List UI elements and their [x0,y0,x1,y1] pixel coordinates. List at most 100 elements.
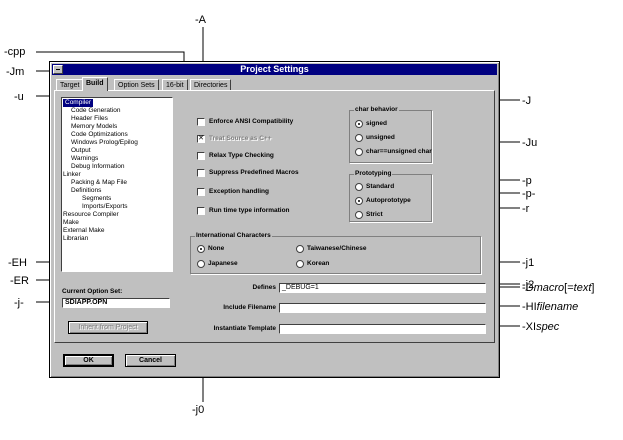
char-behavior-group: char behavior [349,106,432,163]
tree-item[interactable]: Linker [63,171,81,178]
include-filename-input[interactable] [279,303,486,313]
callout-D: -Dmacro[=text] [522,282,594,294]
signed-label: signed [366,120,387,127]
callout-j2: -j2 [522,279,535,291]
standard-radio[interactable] [355,183,363,191]
international-characters-title: International Characters [195,232,272,240]
exception-handling-checkbox[interactable] [197,188,205,196]
callout-p: -p [522,175,532,187]
strict-radio[interactable] [355,211,363,219]
char-unsigned-char-radio[interactable] [355,148,363,156]
unsigned-label: unsigned [366,134,395,141]
suppress-macros-label: Suppress Predefined Macros [209,169,299,176]
ok-button[interactable]: OK [63,354,114,367]
defines-input[interactable]: _DEBUG=1 [279,283,486,293]
rtti-checkbox[interactable] [197,207,205,215]
callout-XI-arg: spec [536,321,560,333]
current-option-set-label: Current Option Set: [62,288,123,295]
relax-type-checking-label: Relax Type Checking [209,152,274,159]
cancel-button[interactable]: Cancel [125,354,176,367]
instantiate-template-input[interactable] [279,324,486,334]
callout-D-close: ] [591,282,595,294]
tab-16-bit[interactable]: 16-bit [162,79,188,90]
rtti-label: Run time type information [209,207,290,214]
autoprototype-label: Autoprototype [366,197,411,204]
tree-item[interactable]: Code Generation [71,107,121,114]
callout-r: -r [522,203,530,215]
callout-HI-arg: filename [536,301,579,313]
tree-item[interactable]: Segments [82,195,112,202]
signed-radio[interactable] [355,120,363,128]
tree-item[interactable]: Librarian [63,235,89,242]
tree-item[interactable]: Definitions [71,187,102,194]
none-label: None [208,245,225,252]
korean-radio[interactable] [296,260,304,268]
topic-tree[interactable]: Compiler Code Generation Header Files Me… [61,97,173,272]
tree-item[interactable]: Make [63,219,79,226]
japanese-radio[interactable] [197,260,205,268]
callout-A: -A [195,14,206,26]
tab-target[interactable]: Target [56,79,84,90]
autoprototype-radio[interactable] [355,197,363,205]
tree-item[interactable]: Debug Information [71,163,125,170]
callout-j-dash: -j- [14,297,24,309]
strict-label: Strict [366,211,383,218]
include-filename-label: Include Filename [223,304,276,311]
enforce-ansi-label: Enforce ANSI Compatibility [209,118,294,125]
title-bar[interactable]: Project Settings [52,64,497,75]
window-title: Project Settings [240,64,309,74]
system-menu-icon[interactable] [53,65,63,74]
tree-item[interactable]: External Make [63,227,105,234]
relax-type-checking-checkbox[interactable] [197,152,205,160]
current-option-set-value: SDIAPP.OPN [62,298,170,308]
char-unsigned-char-label: char==unsigned char [366,148,432,155]
taiwanese-chinese-radio[interactable] [296,245,304,253]
enforce-ansi-checkbox[interactable] [197,118,205,126]
tree-item-compiler[interactable]: Compiler [63,99,94,107]
callout-Jm: -Jm [6,66,25,78]
tree-item[interactable]: Memory Models [71,123,118,130]
callout-cpp: -cpp [4,46,26,58]
treat-source-cpp-checkbox[interactable]: ✕ [197,135,205,143]
international-characters-group: International Characters [190,232,481,274]
prototyping-group: Prototyping [349,170,432,222]
japanese-label: Japanese [208,260,238,267]
callout-ER: -ER [10,275,29,287]
callout-XI: -XIspec [522,321,559,333]
tree-item[interactable]: Warnings [71,155,99,162]
callout-Ju: -Ju [522,137,538,149]
instantiate-template-label: Instantiate Template [213,325,276,332]
tree-item[interactable]: Packing & Map File [71,179,127,186]
callout-j1: -j1 [522,257,535,269]
suppress-macros-checkbox[interactable] [197,169,205,177]
tree-item[interactable]: Windows Prolog/Epilog [71,139,138,146]
taiwanese-chinese-label: Taiwanese/Chinese [307,245,367,252]
tree-item[interactable]: Output [71,147,91,154]
build-tab-panel [54,90,495,343]
none-radio[interactable] [197,245,205,253]
callout-u: -u [14,91,24,103]
callout-j0: -j0 [192,404,205,416]
callout-D-text: text [573,282,592,294]
tree-item[interactable]: Header Files [71,115,108,122]
tree-item[interactable]: Code Optimizations [71,131,128,138]
treat-source-cpp-label: Treat Source as C++ [209,135,272,142]
callout-XI-prefix: -XI [522,321,537,333]
tab-build[interactable]: Build [82,77,108,91]
tree-item[interactable]: Resource Compiler [63,211,119,218]
tab-directories[interactable]: Directories [190,79,232,90]
callout-p-dash: -p- [522,188,536,200]
callout-D-macro: macro [533,282,565,294]
inherit-from-project-button[interactable]: Inherit from Project [68,321,148,334]
prototyping-title: Prototyping [354,170,393,178]
callout-HI: -HIfilename [522,301,578,313]
tree-item[interactable]: Imports/Exports [82,203,128,210]
unsigned-radio[interactable] [355,134,363,142]
exception-handling-label: Exception handling [209,188,269,195]
callout-J: -J [522,95,532,107]
korean-label: Korean [307,260,330,267]
char-behavior-title: char behavior [354,106,399,114]
tab-option-sets[interactable]: Option Sets [114,79,159,90]
project-settings-window: Project Settings Target Build Option Set… [49,61,500,378]
defines-label: Defines [252,284,276,291]
